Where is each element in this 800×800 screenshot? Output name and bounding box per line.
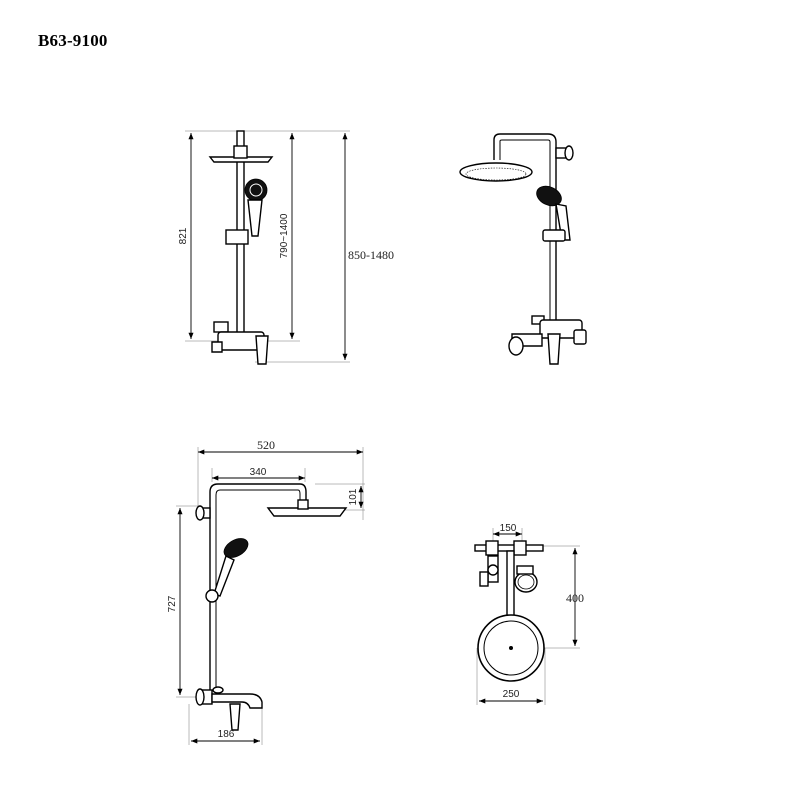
dim-727-label: 727 — [167, 595, 178, 612]
dim-400-label: 400 — [566, 591, 584, 605]
shower-arm — [493, 133, 557, 320]
dim-101-label: 101 — [348, 488, 359, 505]
hand-shower-head — [244, 178, 268, 202]
side-hand-shower — [223, 538, 249, 558]
head-connector — [233, 145, 248, 159]
dim-186-label: 186 — [218, 729, 235, 740]
mixer-lever — [255, 335, 269, 365]
dim-250-label: 250 — [503, 689, 520, 700]
dim-821-label: 821 — [178, 227, 189, 244]
side-riser-arm — [209, 483, 307, 700]
side-rain-head — [266, 507, 348, 517]
bottom-view: 150 400 250 — [474, 523, 584, 705]
bottom-valve-bar — [474, 544, 544, 552]
perspective-view — [459, 133, 587, 365]
slider-holder — [225, 229, 249, 245]
hand-shower-handle — [247, 199, 263, 237]
dim-340-label: 340 — [250, 467, 267, 478]
side-spout — [211, 693, 263, 709]
hand-shower-perspective — [536, 185, 562, 207]
dim-520-label: 520 — [257, 438, 275, 452]
side-view: 520 340 101 727 186 — [167, 438, 365, 745]
rain-shower-head — [208, 156, 274, 163]
drawing-title: B63-9100 — [38, 31, 108, 50]
dim-850-1480-label: 850-1480 — [348, 248, 394, 262]
dim-790-1400-label: 790~1400 — [279, 213, 290, 258]
front-view: 821 790~1400 850-1480 — [178, 130, 394, 365]
dim-150-label: 150 — [500, 523, 517, 534]
rain-head-perspective — [459, 162, 533, 182]
